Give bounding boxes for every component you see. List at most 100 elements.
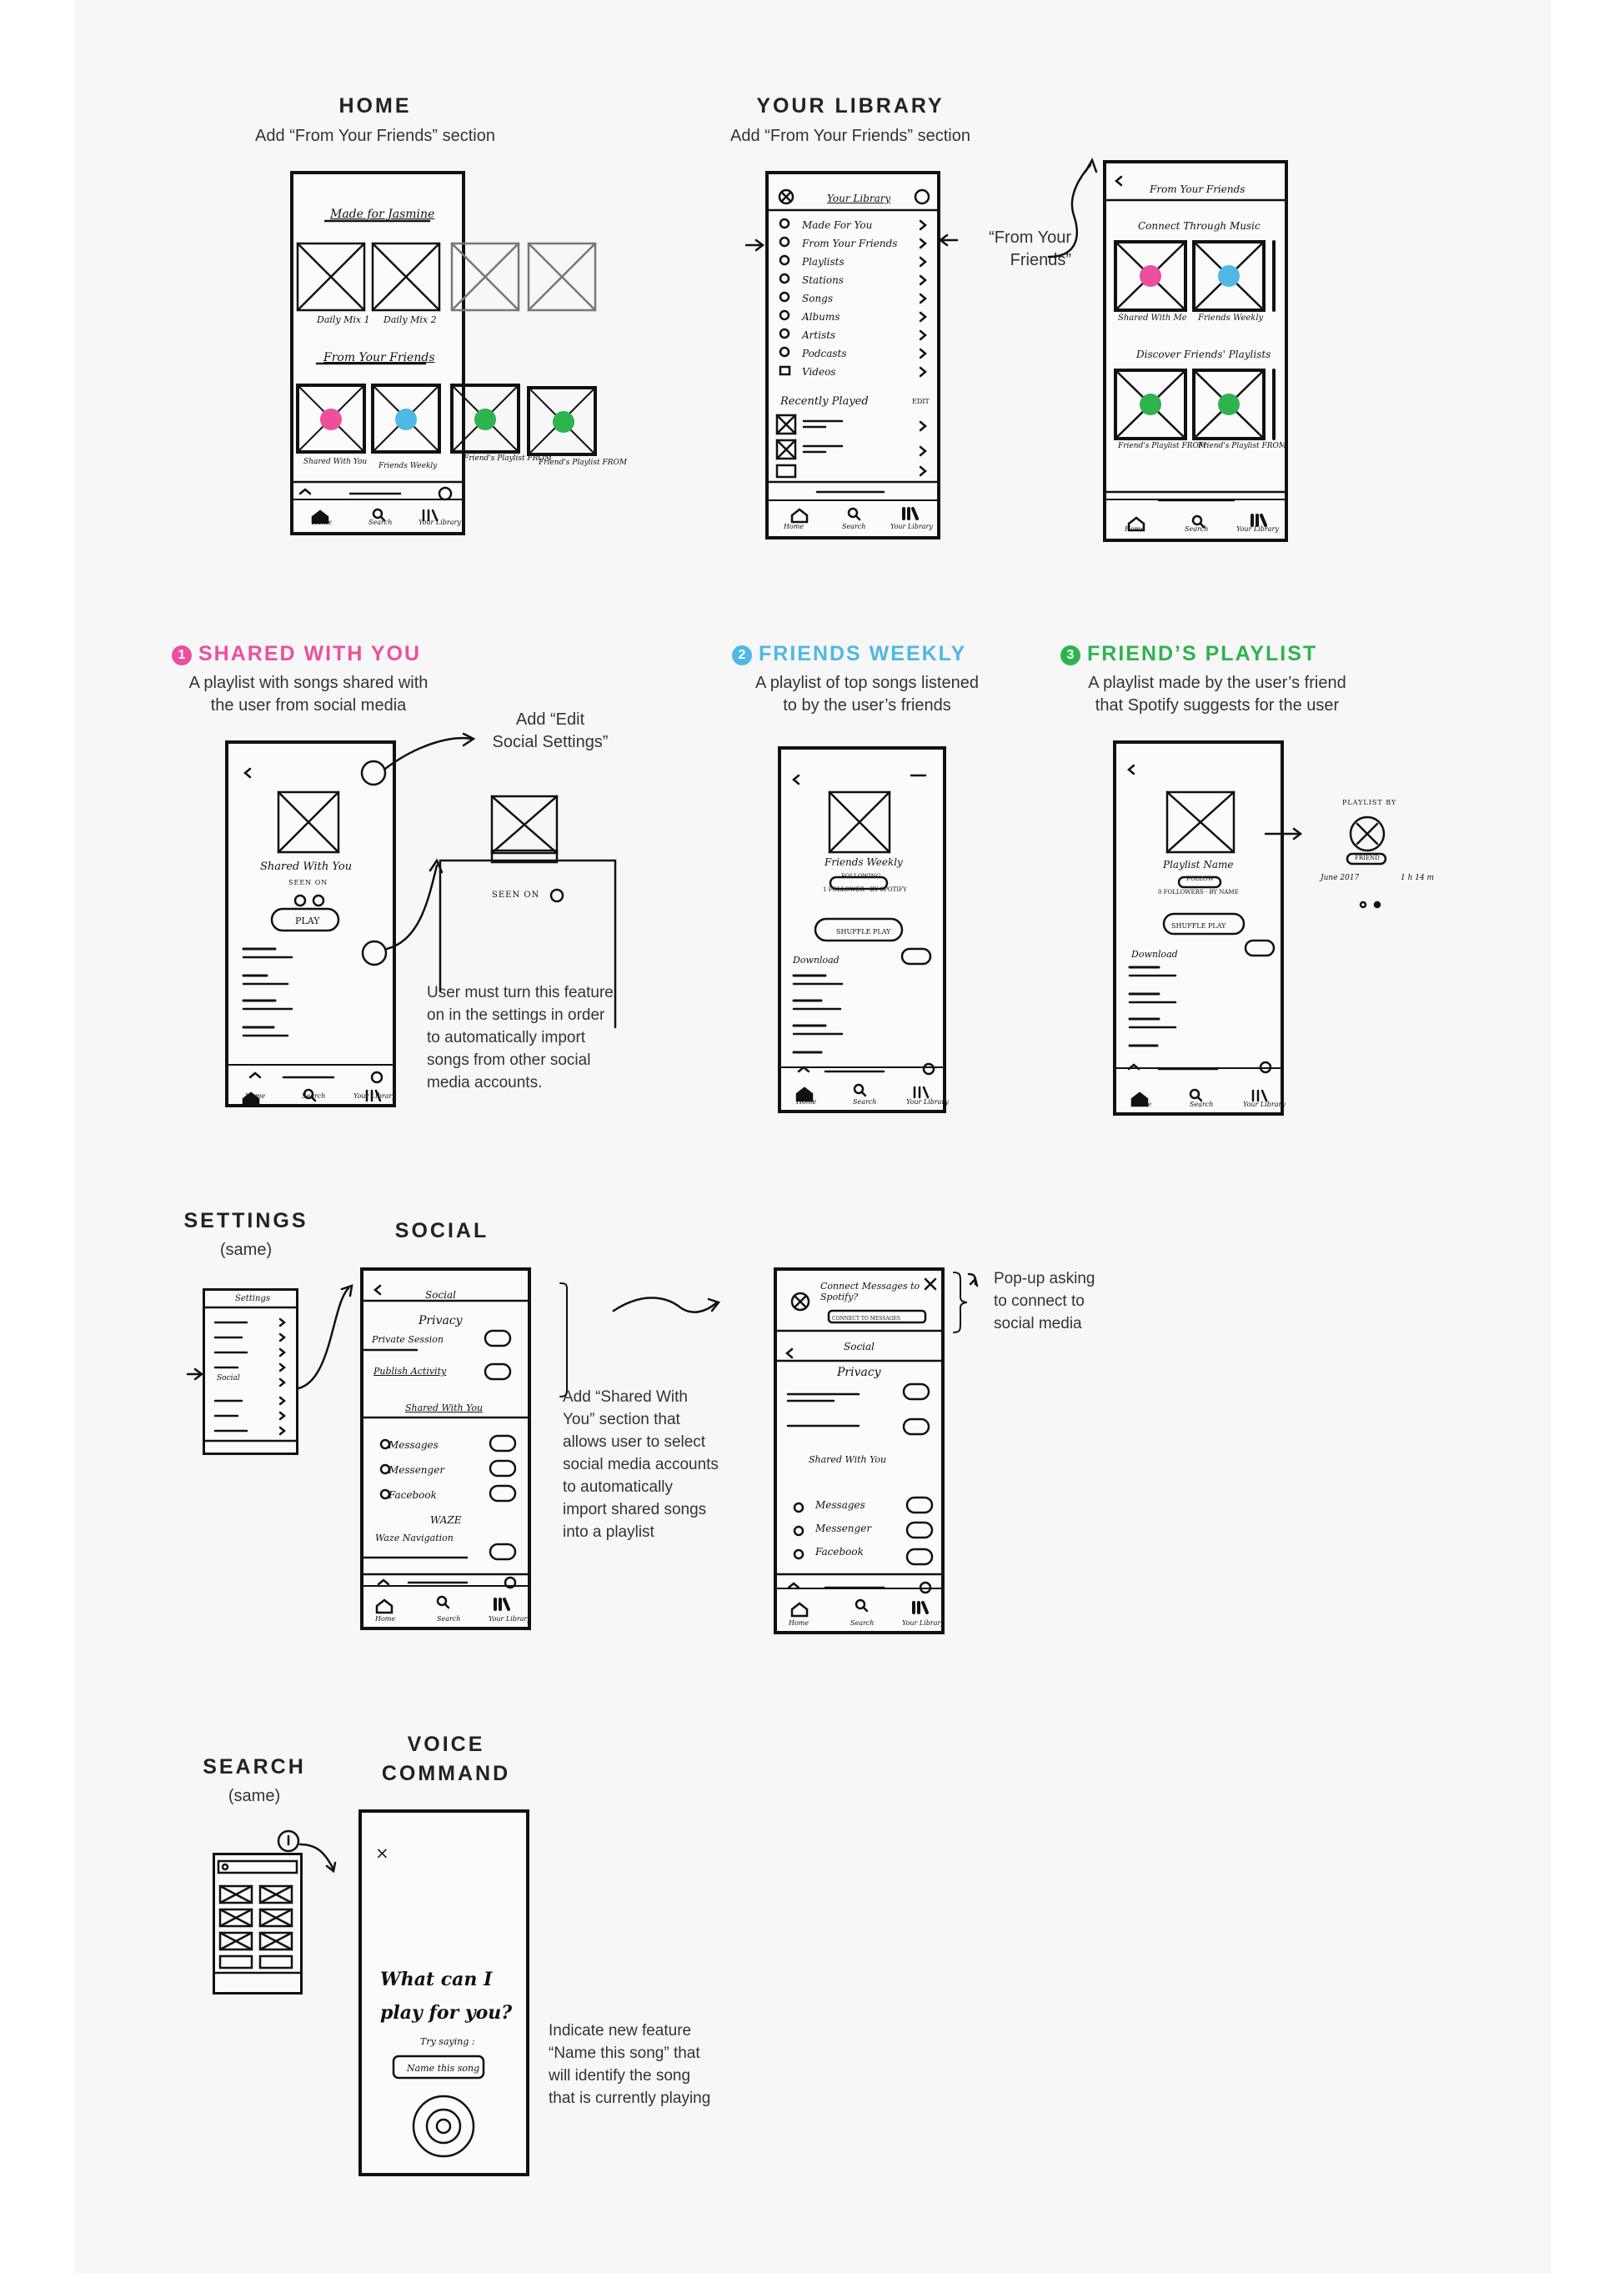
social-shared: Shared With You <box>405 1402 484 1413</box>
popup-acct-1: Messenger <box>815 1523 872 1534</box>
friends-badge-3b-icon <box>1218 394 1240 415</box>
home-tile-2 <box>371 242 441 312</box>
library-nav: Home Search Your Library <box>769 499 937 536</box>
friends-row1: Connect Through Music <box>1138 220 1261 232</box>
home-tile2-caption: Daily Mix 2 <box>383 314 437 325</box>
voice-title: VOICE COMMAND <box>381 1733 511 1785</box>
friends-row2: Discover Friends' Playlists <box>1136 349 1271 360</box>
popup-button: CONNECT TO MESSAGES <box>832 1316 900 1322</box>
badge-2-icon: 2 <box>732 645 752 665</box>
popup-title: Connect Messages to Spotify? <box>820 1281 920 1302</box>
weekly-nav-home: Home <box>796 1098 817 1106</box>
shared-title: SHARED WITH YOU <box>198 642 422 665</box>
social-acct-0: Messages <box>388 1439 439 1451</box>
friends-nav-library: Your Library <box>1236 525 1279 533</box>
shared-callout: Add “Edit Social Settings” <box>492 710 609 751</box>
home-cap4: Friend's Playlist FROM <box>539 459 628 467</box>
search-title: SEARCH <box>203 1755 306 1779</box>
lib-nav-home: Home <box>784 523 804 530</box>
home-badge-1-icon <box>320 409 342 430</box>
friends-cap2: Friends Weekly <box>1198 314 1264 323</box>
settings-social: Social <box>217 1374 240 1382</box>
popup-nav-search: Search <box>850 1619 875 1627</box>
lib-item-6: Artists <box>802 329 836 341</box>
weekly-title-sketch: Friends Weekly <box>825 856 903 868</box>
home-badge-3a-icon <box>474 409 496 430</box>
weekly-shuffle: SHUFFLE PLAY <box>836 928 891 936</box>
social-nav-home: Home <box>375 1615 396 1623</box>
home-tile-3 <box>450 242 520 312</box>
social-note: Add “Shared With You” section that allow… <box>563 1388 719 1541</box>
shared-title-row: 1 SHARED WITH YOU <box>172 642 421 666</box>
home-title: HOME <box>338 94 412 118</box>
home-cap1: Shared With You <box>303 458 368 466</box>
badge-1-icon: 1 <box>172 645 192 665</box>
shared-title-sketch: Shared With You <box>260 861 353 873</box>
lib-nav-library: Your Library <box>890 523 933 530</box>
home-cap3: Friend's Playlist FROM <box>464 454 553 463</box>
friend-playlist-subtitle: A playlist made by the user’s friend tha… <box>1088 674 1346 715</box>
popup-shared: Shared With You <box>809 1454 887 1465</box>
home-phone-sketch: Made for Jasmine Daily Mix 1 Daily Mix 2… <box>290 171 465 535</box>
settings-subtitle: (same) <box>219 1241 273 1259</box>
weekly-subtitle: A playlist of top songs listened to by t… <box>755 674 979 715</box>
lib-item-4: Songs <box>802 293 834 304</box>
weekly-nav: Home Search Your Library <box>781 1066 949 1110</box>
social-title: SOCIAL <box>394 1219 489 1242</box>
friend-nav-search: Search <box>1190 1101 1214 1108</box>
popup-nav-library: Your Library <box>902 1619 945 1627</box>
shared-note: User must turn this feature on in the se… <box>427 984 614 1091</box>
social-nav-search: Search <box>437 1615 461 1623</box>
voice-try: Try saying : <box>420 2036 475 2047</box>
friend-shuffle: SHUFFLE PLAY <box>1171 922 1226 930</box>
settings-header: Settings <box>235 1294 270 1303</box>
social-private: Private Session <box>372 1334 444 1345</box>
lib-item-5: Albums <box>802 311 840 323</box>
friends-badge-1-icon <box>1140 265 1161 287</box>
friend-nav-library: Your Library <box>1243 1101 1286 1108</box>
voice-prompt: What can I play for you? <box>380 1969 513 2024</box>
popup-nav-home: Home <box>789 1619 809 1627</box>
library-phone-sketch: Your Library Made For You From Your Frie… <box>765 171 940 539</box>
home-cap2: Friends Weekly <box>378 462 438 470</box>
friends-nav-search: Search <box>1185 525 1209 533</box>
lib-edit: EDIT <box>912 398 930 405</box>
friends-nav-home: Home <box>1125 525 1145 533</box>
friend-title-sketch: Playlist Name <box>1163 859 1234 871</box>
lib-item-2: Playlists <box>802 256 845 268</box>
popup-note: Pop-up asking to connect to social media <box>994 1270 1095 1332</box>
friend-date: June 2017 <box>1321 874 1360 882</box>
home-nav-library: Your Library <box>419 519 461 526</box>
popup-acct-2: Facebook <box>815 1546 864 1558</box>
social-header: Social <box>425 1289 456 1301</box>
lib-item-7: Podcasts <box>802 348 847 359</box>
friend-phone-sketch: Playlist Name FOLLOW 0 FOLLOWERS · BY NA… <box>1113 740 1286 1116</box>
friends-cap1: Shared With Me <box>1118 314 1187 323</box>
friend-meta: 0 FOLLOWERS · BY NAME <box>1158 889 1239 896</box>
search-subtitle: (same) <box>228 1787 281 1805</box>
home-badge-3b-icon <box>553 411 574 433</box>
popup-acct-0: Messages <box>815 1499 865 1511</box>
voice-phone-sketch: × What can I play for you? Try saying : … <box>358 1809 529 2176</box>
social-publish: Publish Activity <box>373 1366 447 1377</box>
shared-nav-library: Your Library <box>353 1092 396 1100</box>
library-header: Your Library <box>827 193 891 204</box>
friend-download: Download <box>1131 949 1178 960</box>
badge-3-icon: 3 <box>1060 645 1080 665</box>
weekly-nav-search: Search <box>853 1098 877 1106</box>
social-acct-1: Messenger <box>388 1464 445 1476</box>
friends-badge-3a-icon <box>1140 394 1161 415</box>
lib-item-3: Stations <box>802 274 844 286</box>
popup-phone-sketch: Connect Messages to Spotify? CONNECT TO … <box>774 1267 945 1634</box>
friends-header: From Your Friends <box>1150 183 1246 195</box>
home-header: Made for Jasmine <box>330 208 435 221</box>
popup-privacy: Privacy <box>837 1366 881 1379</box>
friend-playlist-by: PLAYLIST BY <box>1342 799 1397 806</box>
shared-nav-search: Search <box>302 1092 326 1100</box>
shared-seen: SEEN ON <box>288 879 328 886</box>
weekly-download: Download <box>793 955 840 966</box>
friend-follow: FOLLOW <box>1186 876 1214 882</box>
voice-suggestion: Name this song <box>407 2063 480 2074</box>
